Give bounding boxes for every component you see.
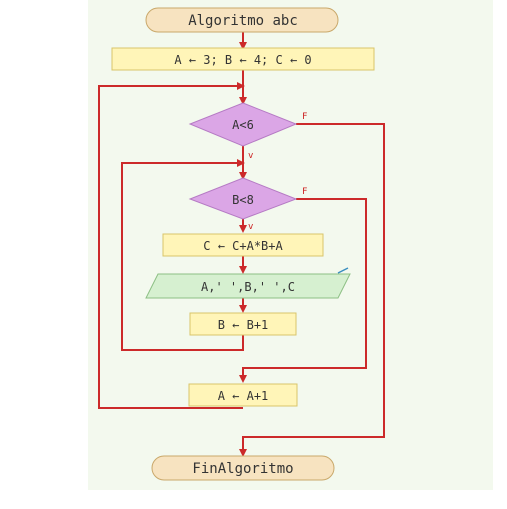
- inc-a-label: A ← A+1: [218, 389, 269, 403]
- calc-c-label: C ← C+A*B+A: [203, 239, 283, 253]
- start-label: Algoritmo abc: [188, 13, 298, 29]
- inc-a-process-box: A ← A+1: [188, 383, 298, 407]
- decision-a: A<6 v F: [188, 102, 307, 161]
- flow-decision-a-false: [239, 123, 385, 457]
- output-arrow-icon: [337, 267, 349, 274]
- output-label: A,' ',B,' ',C: [201, 280, 295, 294]
- flow-outer-loop-back: [98, 82, 245, 409]
- decision-b-yes-label: v: [248, 222, 253, 232]
- decision-b-label: B<8: [232, 193, 254, 207]
- end-terminal: FinAlgoritmo: [151, 455, 335, 481]
- init-label: A ← 3; B ← 4; C ← 0: [174, 53, 311, 67]
- flow-decision-b-false: [239, 198, 367, 383]
- calc-c-process-box: C ← C+A*B+A: [162, 233, 324, 257]
- decision-a-label: A<6: [232, 118, 254, 132]
- inc-b-label: B ← B+1: [218, 318, 269, 332]
- decision-a-yes-label: v: [248, 151, 253, 161]
- inc-b-process-box: B ← B+1: [189, 312, 297, 336]
- start-terminal: Algoritmo abc: [145, 7, 339, 33]
- decision-b: B<8 v F: [188, 177, 307, 232]
- decision-a-no-label: F: [302, 112, 307, 122]
- decision-b-no-label: F: [302, 187, 307, 197]
- end-label: FinAlgoritmo: [192, 461, 293, 477]
- output-io-box: A,' ',B,' ',C: [145, 267, 351, 299]
- init-process-box: A ← 3; B ← 4; C ← 0: [111, 47, 375, 71]
- flow-inner-loop-back: [121, 159, 245, 351]
